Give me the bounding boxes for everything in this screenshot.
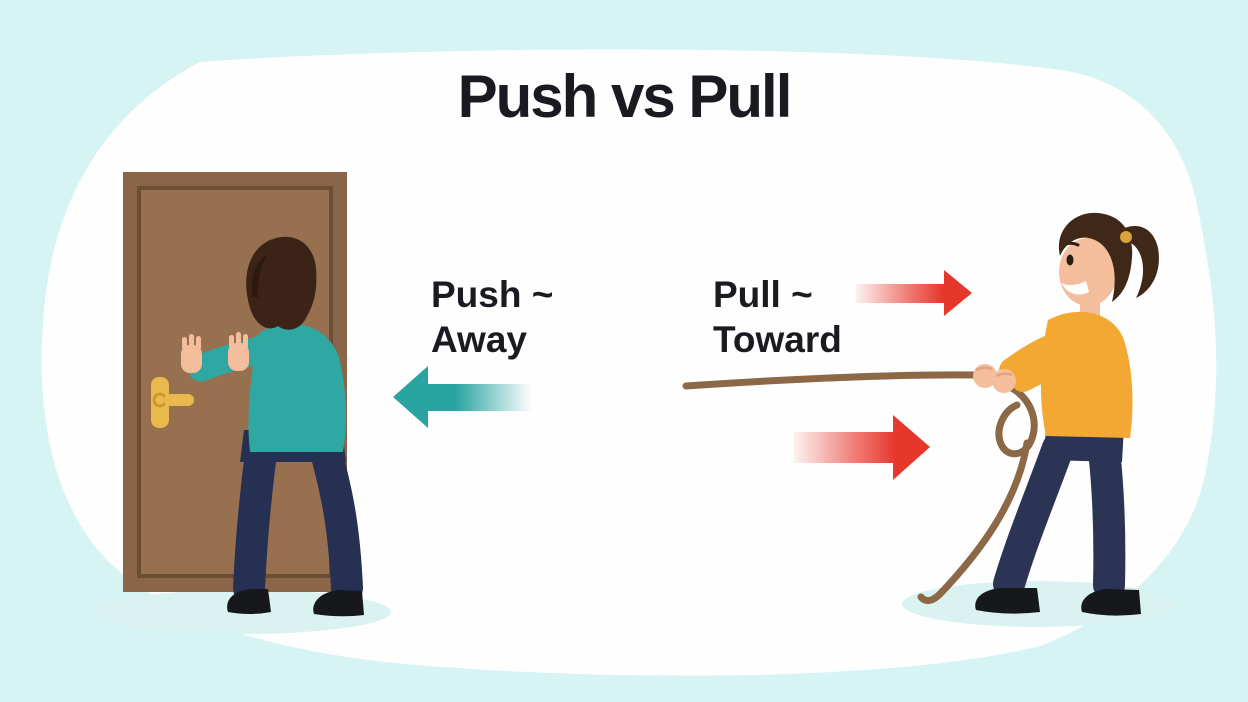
woman-shoe-back: [1081, 589, 1141, 616]
woman-ponytail: [1120, 226, 1159, 298]
pull-label: Pull ~ Toward: [713, 272, 842, 362]
man-shoe-front: [227, 589, 271, 614]
push-label-line1: Push ~: [431, 274, 554, 315]
push-arrow-icon: [393, 366, 532, 428]
man-figure: [181, 236, 364, 617]
woman-eye: [1066, 254, 1074, 266]
man-hand-right: [228, 332, 249, 371]
page-title: Push vs Pull: [457, 63, 793, 130]
push-label: Push ~ Away: [431, 272, 553, 362]
woman-smile: [1061, 281, 1089, 295]
pull-label-line2: Toward: [713, 319, 842, 360]
push-label-line2: Away: [431, 319, 527, 360]
man-shoe-back: [313, 590, 364, 617]
woman-shoe-front: [975, 588, 1040, 614]
rope: [682, 371, 1038, 605]
door-handle-icon: [151, 377, 194, 428]
woman-hair-tie: [1120, 231, 1132, 243]
woman-figure: [973, 212, 1159, 616]
man-hand-left: [181, 334, 202, 373]
pull-label-line1: Pull ~: [713, 274, 813, 315]
pull-arrow-bottom-icon: [794, 415, 930, 480]
pull-arrow-top-icon: [856, 270, 972, 316]
woman-hair: [1058, 212, 1133, 302]
